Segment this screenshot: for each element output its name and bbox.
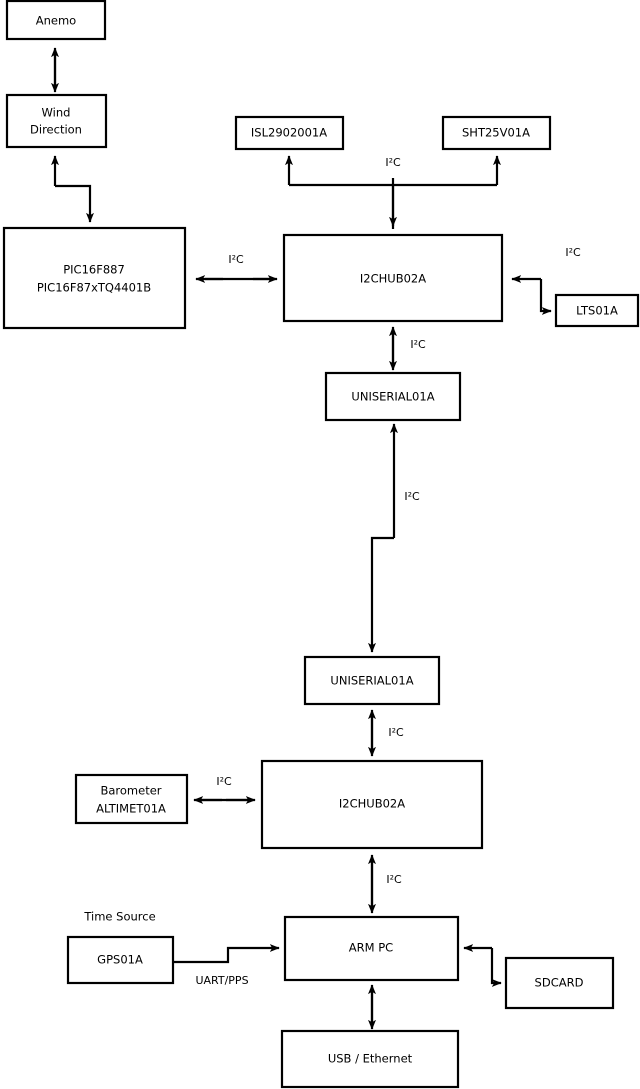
node-pic-mcu-label1: PIC16F887 — [63, 263, 125, 277]
edge-label-i2c-hub-uniserial: I²C — [410, 338, 426, 351]
edge-hubtop-lts — [511, 275, 552, 315]
node-uniserial01a-top[interactable]: UNISERIAL01A — [324, 371, 462, 422]
edge-wind-pic — [51, 155, 94, 223]
edge-uniserial-link — [368, 423, 398, 653]
node-arm-pc[interactable]: ARM PC — [283, 915, 460, 982]
node-pic-mcu-label2: PIC16F87xTQ4401B — [37, 281, 151, 295]
node-arm-pc-label: ARM PC — [349, 941, 393, 955]
node-wind-direction[interactable]: Wind Direction — [5, 93, 108, 149]
node-uniserial01a-top-label: UNISERIAL01A — [351, 390, 434, 404]
edge-hubtop-sensors — [285, 155, 501, 229]
node-i2chub02a-top[interactable]: I2CHUB02A — [282, 233, 504, 323]
edge-label-i2c-hub-lts: I²C — [565, 246, 581, 259]
node-anemo[interactable]: Anemo — [5, 0, 107, 41]
edge-label-i2c-pic-hub: I²C — [228, 253, 244, 266]
edge-gps-armpc — [173, 944, 280, 964]
node-uniserial01a-bottom[interactable]: UNISERIAL01A — [303, 655, 441, 706]
node-lts01a-label: LTS01A — [576, 304, 618, 318]
node-wind-direction-label1: Wind — [42, 106, 71, 120]
node-barometer-label1: Barometer — [100, 784, 161, 798]
edge-label-i2c-sensors-top: I²C — [385, 156, 401, 169]
node-isl2902001a[interactable]: ISL2902001A — [234, 115, 345, 151]
node-gps01a[interactable]: GPS01A — [66, 935, 175, 985]
node-wind-direction-label2: Direction — [30, 123, 82, 137]
node-i2chub02a-top-label: I2CHUB02A — [360, 272, 426, 286]
node-barometer[interactable]: Barometer ALTIMET01A — [74, 773, 189, 825]
edge-label-i2c-uniserial-link: I²C — [404, 490, 420, 503]
node-i2chub02a-bottom[interactable]: I2CHUB02A — [260, 759, 484, 850]
node-gps01a-label: GPS01A — [97, 953, 143, 967]
edge-label-i2c-hub2-armpc: I²C — [386, 873, 402, 886]
node-sht25v01a[interactable]: SHT25V01A — [441, 115, 552, 151]
node-sdcard-label: SDCARD — [535, 976, 584, 990]
edge-label-i2c-uniserial-hub2: I²C — [388, 726, 404, 739]
node-pic-mcu[interactable]: PIC16F887 PIC16F87xTQ4401B — [2, 226, 187, 330]
node-barometer-label2: ALTIMET01A — [96, 802, 166, 816]
label-time-source: Time Source — [83, 910, 155, 924]
node-isl2902001a-label: ISL2902001A — [251, 126, 327, 140]
node-lts01a[interactable]: LTS01A — [554, 293, 640, 328]
edge-armpc-sdcard — [463, 944, 502, 987]
node-i2chub02a-bottom-label: I2CHUB02A — [339, 797, 405, 811]
node-anemo-label: Anemo — [36, 14, 76, 28]
node-sdcard[interactable]: SDCARD — [504, 956, 615, 1010]
node-usb-ethernet-label: USB / Ethernet — [328, 1052, 413, 1066]
node-usb-ethernet[interactable]: USB / Ethernet — [280, 1029, 460, 1089]
node-uniserial01a-bottom-label: UNISERIAL01A — [330, 674, 413, 688]
edge-label-uart-pps: UART/PPS — [195, 974, 248, 987]
node-sht25v01a-label: SHT25V01A — [462, 126, 530, 140]
edge-label-i2c-baro-hub2: I²C — [216, 775, 232, 788]
